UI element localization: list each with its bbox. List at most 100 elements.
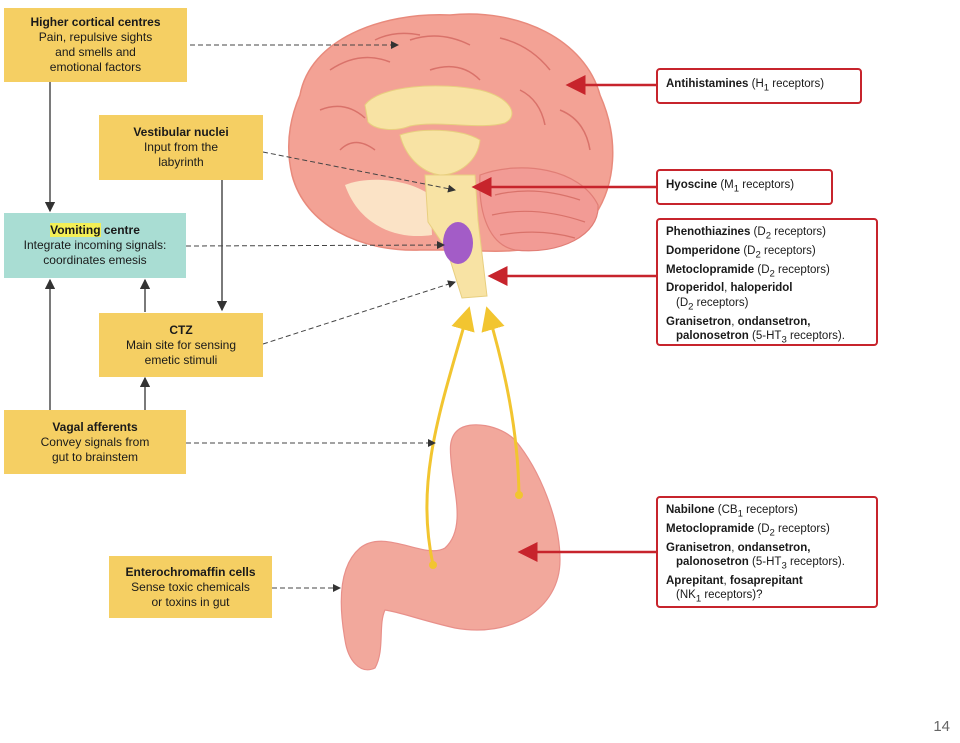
drug-droperidol-receptors: (D2 receptors) [666, 296, 868, 315]
gut-palonosetron-rest: (5-HT [748, 556, 782, 569]
phenothiazines-sub: 2 [765, 230, 772, 242]
vomiting-title-rest: centre [100, 223, 140, 237]
vestibular-title: Vestibular nuclei [133, 125, 229, 139]
higher-line-2: and smells and [55, 45, 136, 59]
phenothiazines-rest: (D [750, 226, 766, 238]
metoclopramide-name: Metoclopramide [666, 263, 755, 276]
gut-metoclopramide-name: Metoclopramide [666, 522, 755, 535]
ctz-drugs-box: Phenothiazines (D2 receptors) Domperidon… [656, 218, 878, 346]
ctz-box: CTZ Main site for sensing emetic stimuli [99, 313, 263, 377]
drug-gut-metoclopramide: Metoclopramide (D2 receptors) [666, 522, 868, 541]
fosaprepitant-name: fosaprepitant [729, 574, 803, 587]
aprepitant-rec-sub: 1 [695, 593, 702, 605]
hyoscine-box: Hyoscine (M1 receptors) [656, 169, 833, 205]
ctz-line-2: emetic stimuli [144, 352, 218, 367]
drug-nabilone: Nabilone (CB1 receptors) [666, 503, 868, 522]
vomiting-title: Vomiting centre [8, 223, 182, 238]
drug-metoclopramide: Metoclopramide (D2 receptors) [666, 263, 868, 282]
gut-metoclopramide-sub: 2 [769, 527, 775, 539]
vestibular-nuclei-box: Vestibular nuclei Input from the labyrin… [99, 115, 263, 180]
antihistamines-sub: 1 [763, 81, 770, 93]
gut-palonosetron-sub: 3 [781, 560, 787, 572]
drug-phenothiazines: Phenothiazines (D2 receptors) [666, 225, 868, 244]
enterochromaffin-box: Enterochromaffin cells Sense toxic chemi… [109, 556, 272, 618]
granisetron-name: Granisetron [666, 315, 732, 328]
higher-line-3: emotional factors [49, 60, 142, 74]
vagal-line-2: gut to brainstem [51, 449, 139, 464]
aprepitant-sep: , [723, 574, 730, 587]
dashed-arrows [185, 41, 456, 592]
droperidol-rec-end: receptors) [693, 296, 749, 309]
entero-title: Enterochromaffin cells [125, 564, 256, 579]
vomiting-highlight: Vomiting [50, 223, 101, 237]
connector-arrows [44, 81, 228, 410]
domperidone-end: receptors) [760, 244, 816, 257]
droperidol-rec-rest: (D [676, 296, 689, 309]
gut-ondansetron-name: ondansetron, [737, 541, 811, 554]
palonosetron-name: palonosetron [676, 330, 749, 343]
nabilone-name: Nabilone [666, 504, 715, 516]
palonosetron-sub: 3 [781, 334, 787, 346]
domperidone-name: Domperidone [666, 244, 741, 257]
stomach-illustration [340, 424, 561, 671]
drug-gut-granisetron: Granisetron, ondansetron, [666, 541, 868, 556]
drug-granisetron: Granisetron, ondansetron, [666, 315, 868, 330]
higher-title: Higher cortical centres [30, 15, 161, 29]
gut-palonosetron-end: receptors). [786, 556, 845, 569]
vagal-title: Vagal afferents [52, 419, 138, 434]
entero-line-2: or toxins in gut [151, 594, 230, 609]
hyoscine-rest: (M [717, 178, 734, 191]
drug-domperidone: Domperidone (D2 receptors) [666, 244, 868, 263]
nabilone-rest: (CB [714, 504, 738, 516]
antihistamines-box: Antihistamines (H1 receptors) [656, 68, 862, 104]
domperidone-sub: 2 [755, 249, 761, 261]
vestibular-line-1: Input from the [143, 140, 219, 154]
vomiting-centre-box: Vomiting centre Integrate incoming signa… [4, 213, 186, 278]
droperidol-rec-sub: 2 [688, 301, 694, 313]
gut-drugs-box: Nabilone (CB1 receptors) Metoclopramide … [656, 496, 878, 608]
gut-granisetron-sep: , [731, 541, 738, 554]
droperidol-name: Droperidol [666, 282, 725, 295]
vomiting-line-2: coordinates emesis [43, 253, 147, 267]
gut-metoclopramide-end: receptors) [774, 522, 830, 535]
aprepitant-rec-end: receptors)? [701, 589, 763, 602]
haloperidol-name: haloperidol [730, 282, 793, 295]
palonosetron-end: receptors). [786, 330, 845, 343]
page-number: 14 [933, 718, 950, 735]
antihistamines-end: receptors) [769, 77, 825, 90]
ctz-line-1: Main site for sensing [125, 337, 237, 352]
gut-palonosetron-name: palonosetron [676, 556, 749, 569]
hyoscine-name: Hyoscine [666, 178, 718, 191]
higher-cortical-centres-box: Higher cortical centres Pain, repulsive … [4, 8, 187, 82]
ondansetron-name: ondansetron, [737, 315, 811, 328]
domperidone-rest: (D [740, 244, 756, 257]
vagal-afferents-box: Vagal afferents Convey signals from gut … [4, 410, 186, 474]
palonosetron-rest: (5-HT [748, 330, 782, 343]
droperidol-sep: , [724, 282, 731, 295]
drug-palonosetron: palonosetron (5-HT3 receptors). [666, 329, 868, 348]
vestibular-line-2: labyrinth [158, 155, 204, 169]
vagal-line-1: Convey signals from [40, 434, 150, 449]
nabilone-sub: 1 [737, 508, 743, 520]
antihistamines-rest: (H [748, 77, 764, 90]
drug-aprepitant: Aprepitant, fosaprepitant [666, 574, 868, 589]
vomiting-line-1: Integrate incoming signals: [23, 238, 167, 252]
nabilone-end: receptors) [742, 504, 798, 516]
metoclopramide-sub: 2 [769, 267, 775, 279]
hyoscine-sub: 1 [733, 182, 740, 194]
gut-granisetron-name: Granisetron [666, 541, 732, 554]
drug-droperidol: Droperidol, haloperidol [666, 281, 868, 296]
drug-aprepitant-receptors: (NK1 receptors)? [666, 588, 868, 607]
entero-line-1: Sense toxic chemicals [131, 579, 250, 594]
granisetron-sep: , [731, 315, 738, 328]
drug-gut-palonosetron: palonosetron (5-HT3 receptors). [666, 555, 868, 574]
ctz-title: CTZ [169, 322, 193, 337]
phenothiazines-end: receptors) [771, 226, 826, 238]
aprepitant-name: Aprepitant [666, 574, 724, 587]
phenothiazines-name: Phenothiazines [666, 226, 751, 238]
metoclopramide-end: receptors) [774, 263, 830, 276]
hyoscine-end: receptors) [739, 178, 795, 191]
aprepitant-rec-rest: (NK [676, 589, 696, 602]
brain-illustration [288, 13, 614, 299]
